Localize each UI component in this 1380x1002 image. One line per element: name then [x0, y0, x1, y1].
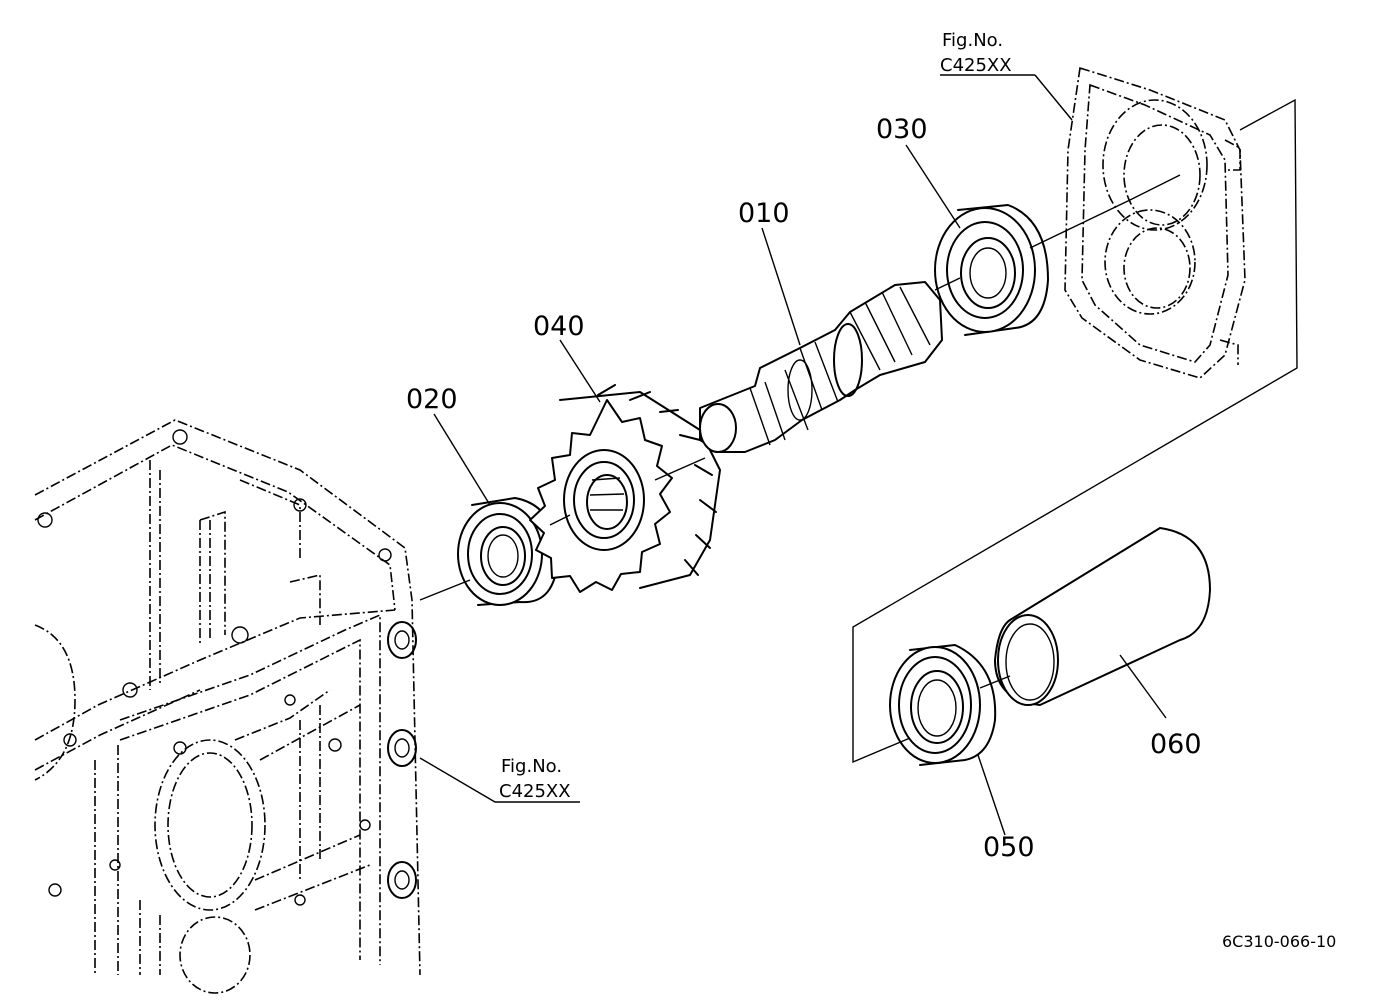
part-030-bearing [934, 204, 1049, 336]
drawing-code: 6C310-066-10 [1222, 932, 1336, 951]
rear-cover [1064, 66, 1246, 379]
fig-ref-bottom-line1: Fig.No. [501, 756, 562, 777]
transmission-case [34, 419, 421, 994]
part-labels: 010 020 030 040 050 060 [406, 114, 1202, 863]
figure-references: Fig.No. C425XX Fig.No. C425XX [499, 30, 1012, 802]
part-050-seal [889, 644, 997, 766]
part-label-010: 010 [738, 198, 790, 229]
leader-lines-real [419, 74, 1167, 836]
part-label-060: 060 [1150, 729, 1202, 760]
part-label-030: 030 [876, 114, 928, 145]
assembly-axis-lines [419, 98, 1298, 764]
part-040-gear [529, 384, 721, 593]
fig-ref-bottom-line2: C425XX [499, 781, 571, 802]
fig-ref-top-line1: Fig.No. [942, 30, 1003, 51]
part-label-050: 050 [983, 832, 1035, 863]
fig-ref-top-line2: C425XX [940, 55, 1012, 76]
part-010-shaft [699, 281, 943, 453]
part-label-020: 020 [406, 384, 458, 415]
part-label-040: 040 [533, 311, 585, 342]
part-060-collar [994, 527, 1211, 706]
